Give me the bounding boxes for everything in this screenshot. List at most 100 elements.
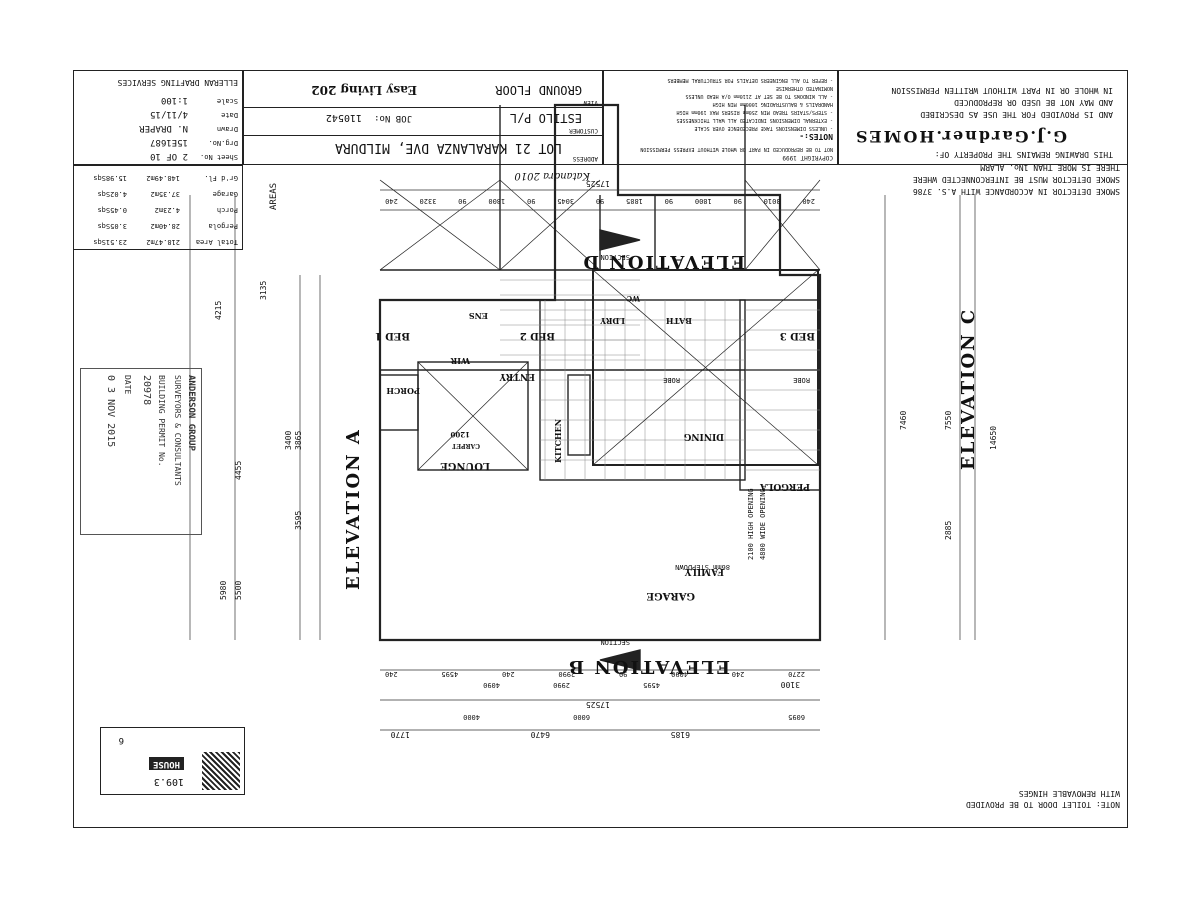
section-label-b: SECTION xyxy=(600,638,630,646)
drg-no: 15E1687 xyxy=(150,137,188,147)
view-label: VIEW xyxy=(583,99,598,106)
dim-b-7: 3045 xyxy=(557,197,575,205)
sheet-no: 2 OF 10 xyxy=(150,151,188,161)
stamp-line-2: SURVEYORS & CONSULTANTS xyxy=(173,375,182,486)
dim-2885: 2885 xyxy=(944,520,953,540)
copyright-small: COPYRIGHT 1999 xyxy=(782,154,833,161)
dim-top-1: 240 xyxy=(731,670,745,678)
stamp-permit-no: 20978 xyxy=(141,375,152,406)
dim-top-5: 240 xyxy=(502,670,515,678)
permit-stamp: ANDERSON GROUP SURVEYORS & CONSULTANTS B… xyxy=(80,368,202,535)
room-bath: BATH xyxy=(665,316,692,326)
date-label: Date xyxy=(221,111,238,119)
company-name: G.J.Gardner.HOMES xyxy=(853,127,1067,146)
note-0: - UNLESS DIMENSIONS TAKE PRECEDENCE OVER… xyxy=(694,125,833,131)
toilet-note-2: WITH REMOVABLE HINGES xyxy=(1018,789,1120,798)
lounge-dim: 1200 xyxy=(450,430,470,439)
room-bed1: BED 1 xyxy=(374,330,410,341)
dim-7550: 7550 xyxy=(944,410,953,430)
dim-b-9: 1800 xyxy=(488,197,506,205)
smoke-note-1: SMOKE DETECTOR IN ACCORDANCE WITH A.S. 3… xyxy=(912,187,1120,196)
not-reproduced: NOT TO BE REPRODUCED IN PART OR WHOLE WI… xyxy=(640,146,833,152)
dim-top-3: 90 xyxy=(618,670,628,678)
room-entry: ENTRY xyxy=(499,371,535,381)
room-dining: DINING xyxy=(683,431,724,441)
dim-b-8: 90 xyxy=(527,197,536,205)
room-ens: ENS xyxy=(468,311,488,321)
room-lounge: LOUNGE xyxy=(440,460,490,471)
porch-walls xyxy=(379,374,419,431)
dim-5500: 5500 xyxy=(234,580,243,600)
area-m2-4: 218.47m2 xyxy=(146,238,180,246)
robe-bed3: ROBE xyxy=(793,376,810,384)
dim-b-12: 240 xyxy=(385,197,398,205)
room-ldry: LDRY xyxy=(600,316,625,326)
dim-b-6: 90 xyxy=(595,197,605,205)
notes-heading: NOTES:- xyxy=(799,132,833,141)
dim-7460: 7460 xyxy=(899,410,908,430)
areas-table: Total Area 218.47m2 23.51Sqs Pergola 28.… xyxy=(73,165,243,250)
stamp-line-1: ANDERSON GROUP xyxy=(186,375,196,451)
lounge-carpet: CARPET xyxy=(452,442,480,449)
note-1: - EXTERNAL DIMENSIONS INDICATED ALL WALL… xyxy=(676,117,833,123)
area-sq-3: 3.05Sqs xyxy=(97,222,127,230)
note-6: - REFER TO ALL ENGINEERS DETAILS FOR STR… xyxy=(667,77,833,83)
dim-2990: 2990 xyxy=(553,681,570,689)
date-value: 4/11/15 xyxy=(150,109,188,119)
area-sq-1: 4.02Sqs xyxy=(97,190,127,198)
dim-b-10: 90 xyxy=(458,197,467,205)
approval-code: 109.3 xyxy=(153,776,184,787)
room-garage: GARAGE xyxy=(646,590,695,601)
address-label: ADDRESS xyxy=(572,155,598,162)
dim-3595: 3595 xyxy=(294,510,303,530)
dims-row-top: 2270 240 4090 90 2990 240 4595 240 xyxy=(385,670,805,678)
dim-6185: 6185 xyxy=(670,730,690,739)
kitchen-bench xyxy=(567,374,591,456)
note-5: NOMINATED OTHERWISE xyxy=(775,85,833,91)
pergola-area xyxy=(739,299,821,491)
family-dining-area xyxy=(539,299,746,481)
job-label: JOB No: xyxy=(374,113,412,123)
dim-top-4: 2990 xyxy=(558,670,576,678)
room-bed3: BED 3 xyxy=(779,330,815,341)
stamp-date: 0 3 NOV 2015 xyxy=(105,375,116,448)
dim-1770: 1770 xyxy=(390,730,410,739)
view-value: GROUND FLOOR xyxy=(495,83,582,97)
scale-label: Scale xyxy=(216,97,238,105)
dim-top-0: 2270 xyxy=(788,670,805,678)
approval-badge: 109.3 HOUSE 6 xyxy=(100,727,245,795)
area-m2-2: 4.23m2 xyxy=(154,206,180,214)
dim-4595: 4595 xyxy=(643,681,660,689)
dim-top-2: 4090 xyxy=(671,670,689,678)
dim-b-4: 90 xyxy=(664,197,674,205)
elevation-c-label: ELEVATION C xyxy=(958,307,979,470)
drafting-company: ELLERAN DRAFTING SERVICES xyxy=(117,78,238,87)
dim-3135: 3135 xyxy=(259,280,268,300)
drawn-value: N. DRAPER xyxy=(139,123,188,133)
dim-6095: 6095 xyxy=(788,713,805,721)
area-m2-1: 37.35m2 xyxy=(150,190,180,198)
dim-4090: 4090 xyxy=(483,681,500,689)
stamp-line-3: BUILDING PERMIT No. xyxy=(157,375,166,467)
dim-top-7: 240 xyxy=(385,670,398,678)
dim-3865: 3865 xyxy=(294,430,303,450)
design-name: Easy Living 202 xyxy=(311,83,417,97)
house-badge: HOUSE xyxy=(148,757,184,770)
dim-b-1: 3010 xyxy=(763,197,781,205)
dim-3400: 3400 xyxy=(284,430,293,450)
dim-overall-width-top: 17525 xyxy=(585,179,610,188)
areas-heading: AREAS xyxy=(269,182,279,210)
area-m2-3: 28.40m2 xyxy=(150,222,180,230)
dim-4455: 4455 xyxy=(234,460,243,480)
company-text: THIS DRAWING REMAINS THE PROPERTY OF: xyxy=(934,150,1113,159)
area-name-2: Porch xyxy=(216,206,238,214)
stamp-date-label: DATE xyxy=(123,375,132,395)
project-block: ADDRESS LOT 21 KARALANZA DVE, MILDURA CU… xyxy=(243,70,603,165)
area-name-1: Garage xyxy=(212,190,238,198)
drawn-label: Drawn xyxy=(216,125,238,133)
room-porch: PORCH xyxy=(386,386,420,396)
room-pergola: PERGOLA xyxy=(760,481,810,491)
